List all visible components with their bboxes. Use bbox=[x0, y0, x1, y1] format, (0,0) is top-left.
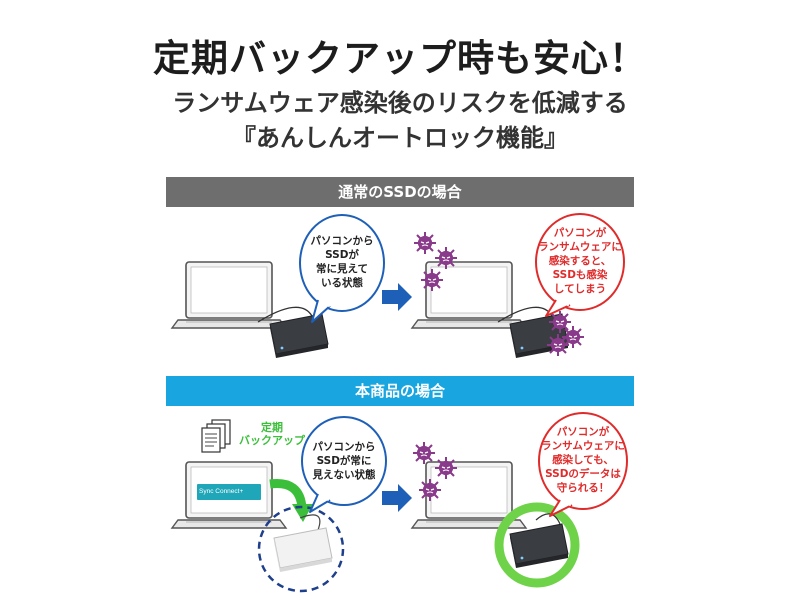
bubble-line: 見えない状態 bbox=[312, 469, 376, 481]
virus-icon bbox=[434, 456, 458, 480]
virus-icon bbox=[546, 333, 570, 357]
bubble-normal-left-text: パソコンから SSDが 常に見えて いる状態 bbox=[300, 234, 384, 290]
section-header-product: 本商品の場合 bbox=[166, 376, 634, 406]
bubble-line: SSDも感染 bbox=[552, 269, 608, 281]
headline: 定期バックアップ時も安心！ bbox=[153, 37, 647, 80]
disconnected-ssd-ring bbox=[257, 505, 345, 593]
virus-icon bbox=[548, 310, 572, 334]
bubble-line: パソコンから bbox=[312, 441, 376, 453]
subheadline-2: 『あんしんオートロック機能』 bbox=[232, 124, 568, 152]
sync-connect-app: Sync Connect+ bbox=[197, 484, 261, 500]
bubble-product-right-text: パソコンが ランサムウェアに 感染しても、 SSDのデータは 守られる！ bbox=[539, 425, 627, 495]
bubble-line: SSDが bbox=[325, 249, 359, 261]
bubble-product-left-text: パソコンから SSDが常に 見えない状態 bbox=[302, 440, 386, 482]
bubble-line: パソコンが bbox=[553, 227, 607, 239]
documents-icon bbox=[201, 419, 231, 453]
virus-icon bbox=[412, 441, 436, 465]
virus-icon bbox=[420, 268, 444, 292]
bubble-line: ランサムウェアに bbox=[541, 440, 625, 452]
bubble-normal-right-text: パソコンが ランサムウェアに 感染すると、 SSDも感染 してしまう bbox=[536, 226, 624, 296]
laptop-normal-left bbox=[171, 261, 287, 329]
backup-label-line: 定期 bbox=[261, 421, 283, 434]
bubble-line: パソコンから bbox=[310, 235, 374, 247]
bubble-line: 常に見えて bbox=[316, 263, 368, 275]
bubble-line: 感染しても、 bbox=[552, 454, 614, 466]
laptop-normal-right bbox=[411, 261, 527, 329]
bubble-line: SSDのデータは bbox=[545, 468, 621, 480]
bubble-line: いる状態 bbox=[321, 277, 363, 289]
ssd-product-right bbox=[509, 523, 569, 569]
bubble-product-left-shape bbox=[301, 416, 387, 513]
virus-icon bbox=[434, 246, 458, 270]
bubble-normal-right-shape bbox=[535, 213, 625, 317]
arrow-right-product bbox=[382, 484, 412, 512]
bubble-line: してしまう bbox=[553, 283, 607, 295]
bubble-line: ランサムウェアに bbox=[538, 241, 622, 253]
bubble-line: 感染すると、 bbox=[548, 255, 612, 267]
bubble-line: パソコンが bbox=[556, 426, 610, 438]
backup-label-line: バックアップ bbox=[239, 434, 305, 447]
bubble-normal-left-shape bbox=[299, 214, 385, 323]
ssd-product-left bbox=[273, 527, 333, 573]
arrow-right-normal bbox=[382, 283, 412, 311]
virus-icon bbox=[413, 231, 437, 255]
safe-ssd-ring bbox=[494, 502, 580, 588]
section-header-normal: 通常のSSDの場合 bbox=[166, 177, 634, 207]
virus-icon bbox=[418, 478, 442, 502]
bubble-line: SSDが常に bbox=[316, 455, 372, 467]
bubble-product-right-shape bbox=[538, 412, 628, 517]
subheadline-1: ランサムウェア感染後のリスクを低減する bbox=[172, 89, 628, 117]
bubble-line: 守られる！ bbox=[556, 482, 610, 494]
backup-label: 定期 バックアップ bbox=[234, 421, 310, 447]
